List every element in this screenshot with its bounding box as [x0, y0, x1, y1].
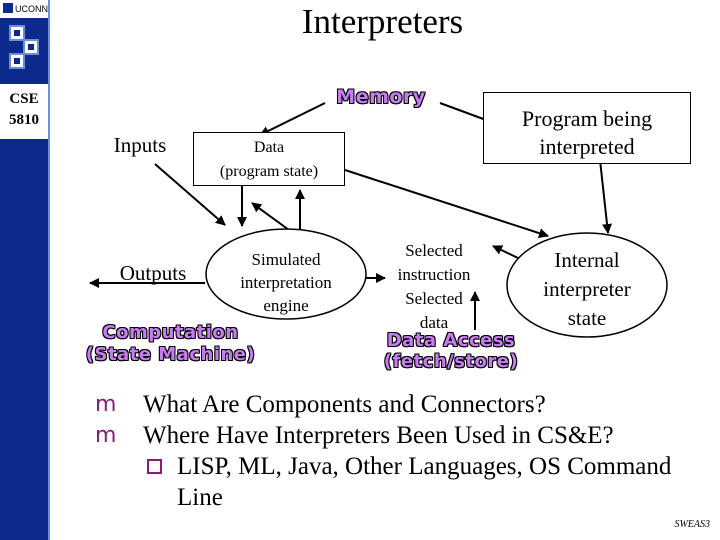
logo-mark-icon — [3, 3, 13, 13]
state-text: Internal interpreter state — [517, 246, 657, 333]
square-bullet-icon — [147, 459, 162, 474]
selected-line-4: data — [419, 313, 449, 332]
data-access-line-2: (fetch/store) — [383, 351, 519, 372]
bullet-list: m What Are Components and Connectors? m … — [95, 389, 705, 513]
bullet-text: Where Have Interpreters Been Used in CS&… — [143, 422, 614, 449]
bullet-item: m Where Have Interpreters Been Used in C… — [95, 420, 705, 451]
data-access-line-1: Data Access — [386, 330, 516, 351]
state-line-2: interpreter — [543, 277, 631, 301]
slide-footer: SWEAS3 — [674, 519, 710, 530]
state-line-3: state — [567, 306, 607, 330]
course-label: CSE 5810 — [0, 84, 48, 139]
bullet-icon: m — [95, 423, 117, 448]
engine-ellipse — [205, 228, 367, 320]
data-line-1: Data — [253, 139, 285, 156]
program-line-2: interpreted — [539, 134, 635, 159]
arrow-inputs-to-engine — [154, 163, 226, 226]
selected-line-3: Selected — [405, 289, 463, 308]
computation-line-2: (State Machine) — [85, 344, 256, 365]
sub-bullet-text: LISP, ML, Java, Other Languages, OS Comm… — [177, 453, 672, 511]
engine-line-2: interpretation — [240, 273, 332, 292]
bullet-icon: m — [95, 392, 117, 417]
selected-line-1: Selected — [405, 241, 463, 260]
logo-text: UCONN — [15, 4, 48, 14]
program-line-1: Program being — [521, 106, 653, 131]
slide-title: Interpreters — [301, 2, 464, 41]
state-ellipse — [506, 232, 668, 338]
bullet-text: What Are Components and Connectors? — [143, 391, 546, 418]
arrow-state-to-selected — [492, 245, 519, 259]
sub-bullet-item: LISP, ML, Java, Other Languages, OS Comm… — [95, 451, 705, 513]
selected-line-2: instruction — [397, 265, 471, 284]
engine-line-3: engine — [263, 296, 309, 315]
computation-label: Computation (State Machine) — [58, 322, 283, 366]
course-number: 5810 — [9, 112, 39, 128]
outputs-label: Outputs — [119, 261, 187, 285]
data-access-label: Data Access (fetch/store) — [362, 330, 540, 372]
state-line-1: Internal — [554, 248, 620, 272]
arrow-program-to-state — [599, 159, 612, 234]
arrow-data-to-state — [344, 169, 549, 238]
bullet-item: m What Are Components and Connectors? — [95, 389, 705, 420]
memory-label: Memory — [336, 86, 426, 108]
arrow-memory-to-data — [259, 102, 326, 136]
data-line-2: (program state) — [219, 163, 319, 180]
program-box: Program being interpreted — [483, 92, 691, 164]
sidebar-divider — [48, 0, 50, 540]
course-prefix: CSE — [9, 91, 39, 107]
engine-text: Simulated interpretation engine — [216, 248, 356, 317]
inputs-label: Inputs — [113, 133, 167, 157]
puzzle-logo-icon — [9, 25, 39, 69]
engine-line-1: Simulated — [251, 250, 321, 269]
computation-line-1: Computation — [102, 322, 239, 343]
data-box: Data (program state) — [193, 132, 345, 186]
selected-text: Selected instruction Selected data — [388, 239, 480, 335]
university-logo: UCONN — [0, 0, 48, 18]
